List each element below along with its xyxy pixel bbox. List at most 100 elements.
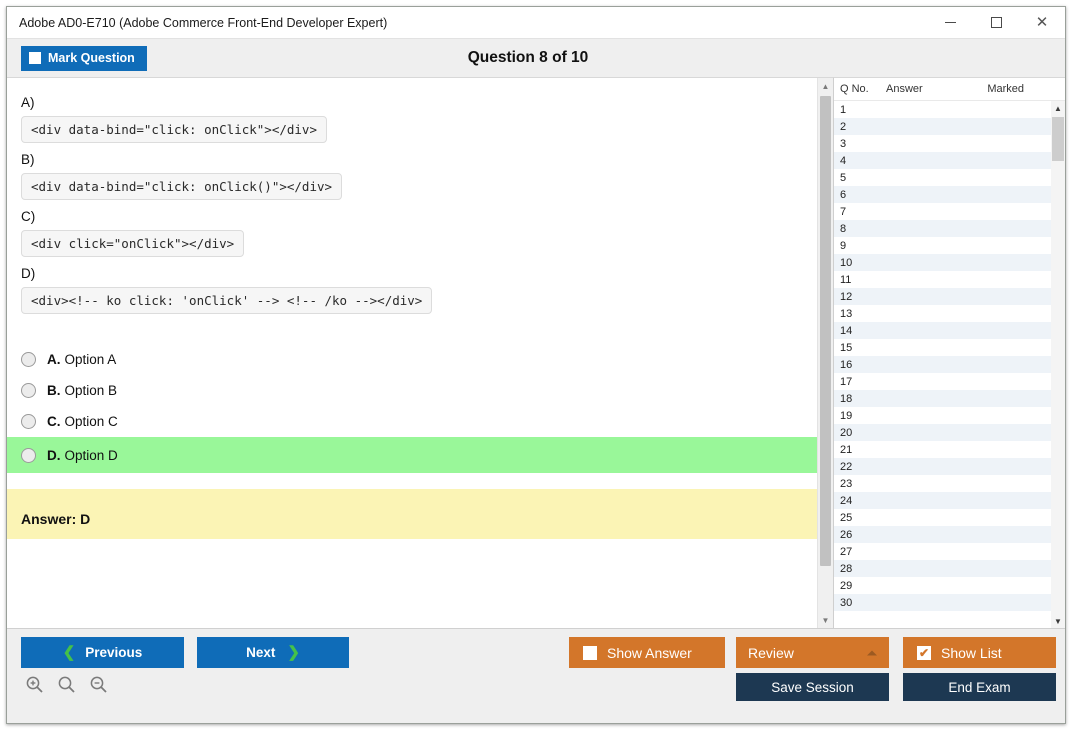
- question-list-row[interactable]: 28: [834, 560, 1051, 577]
- question-list-row[interactable]: 7: [834, 203, 1051, 220]
- question-list-row[interactable]: 22: [834, 458, 1051, 475]
- question-list-row[interactable]: 26: [834, 526, 1051, 543]
- list-scrollbar-thumb[interactable]: [1052, 117, 1064, 161]
- question-list-row[interactable]: 25: [834, 509, 1051, 526]
- row-question-number: 25: [840, 511, 853, 524]
- choice-row-a[interactable]: A. Option A: [7, 344, 817, 375]
- content-scrollbar-thumb[interactable]: [820, 96, 831, 566]
- question-list-row[interactable]: 11: [834, 271, 1051, 288]
- end-exam-button[interactable]: End Exam: [903, 673, 1056, 701]
- minimize-icon[interactable]: [927, 7, 973, 38]
- row-question-number: 7: [840, 205, 847, 218]
- chevron-left-icon: ❮: [62, 644, 76, 661]
- maximize-icon[interactable]: [973, 7, 1019, 38]
- question-list-row[interactable]: 13: [834, 305, 1051, 322]
- question-list-row[interactable]: 2: [834, 118, 1051, 135]
- question-header-bar: Mark Question Question 8 of 10: [7, 39, 1065, 77]
- choice-letter-a: A.: [47, 352, 61, 367]
- question-list-row[interactable]: 10: [834, 254, 1051, 271]
- row-question-number: 20: [840, 426, 853, 439]
- question-list-row[interactable]: 27: [834, 543, 1051, 560]
- zoom-out-icon[interactable]: [89, 675, 108, 699]
- question-list-row[interactable]: 23: [834, 475, 1051, 492]
- choice-row-b[interactable]: B. Option B: [7, 375, 817, 406]
- mark-question-button[interactable]: Mark Question: [21, 45, 147, 71]
- next-button[interactable]: Next ❯: [197, 637, 349, 668]
- row-question-number: 19: [840, 409, 853, 422]
- question-list-row[interactable]: 16: [834, 356, 1051, 373]
- show-answer-checkbox-icon[interactable]: [583, 645, 597, 660]
- choice-row-c[interactable]: C. Option C: [7, 406, 817, 437]
- mark-question-checkbox-icon[interactable]: [29, 52, 41, 64]
- content-vertical-scrollbar[interactable]: ▲ ▼: [817, 78, 833, 628]
- question-list-row[interactable]: 15: [834, 339, 1051, 356]
- zoom-controls: [25, 675, 108, 699]
- close-glyph: ✕: [1035, 14, 1049, 31]
- row-question-number: 30: [840, 596, 853, 609]
- chevron-up-icon: [867, 650, 877, 655]
- zoom-in-icon[interactable]: [25, 675, 44, 699]
- question-list-row[interactable]: 8: [834, 220, 1051, 237]
- show-list-label: Show List: [941, 644, 1002, 661]
- answer-banner: Answer: D: [7, 489, 817, 539]
- question-list-row[interactable]: 4: [834, 152, 1051, 169]
- show-list-button[interactable]: ✔ Show List: [903, 637, 1056, 668]
- choice-letter-c: C.: [47, 414, 61, 429]
- previous-button[interactable]: ❮ Previous: [21, 637, 184, 668]
- question-list-row[interactable]: 20: [834, 424, 1051, 441]
- option-code-b: <div data-bind="click: onClick()"></div>: [21, 173, 343, 200]
- choice-row-d[interactable]: D. Option D: [7, 437, 817, 473]
- scroll-up-icon[interactable]: ▲: [821, 81, 830, 91]
- row-question-number: 22: [840, 460, 853, 473]
- row-question-number: 2: [840, 120, 847, 133]
- review-label: Review: [748, 644, 794, 661]
- review-dropdown[interactable]: Review: [736, 637, 889, 668]
- question-list-row[interactable]: 29: [834, 577, 1051, 594]
- question-list-row[interactable]: 14: [834, 322, 1051, 339]
- row-question-number: 6: [840, 188, 847, 201]
- radio-icon-b[interactable]: [21, 383, 36, 398]
- question-list-row[interactable]: 12: [834, 288, 1051, 305]
- footer-toolbar: ❮ Previous Next ❯ Show Answer Review ✔ S…: [7, 628, 1065, 723]
- row-question-number: 1: [840, 103, 847, 116]
- close-icon[interactable]: ✕: [1019, 7, 1065, 38]
- row-question-number: 12: [840, 290, 853, 303]
- radio-icon-c[interactable]: [21, 414, 36, 429]
- radio-icon-a[interactable]: [21, 352, 36, 367]
- question-list-row[interactable]: 1: [834, 101, 1051, 118]
- question-list-row[interactable]: 18: [834, 390, 1051, 407]
- row-question-number: 4: [840, 154, 847, 167]
- question-list-row[interactable]: 3: [834, 135, 1051, 152]
- mark-question-label: Mark Question: [48, 51, 135, 65]
- list-scroll-up-icon[interactable]: ▲: [1054, 103, 1062, 113]
- list-vertical-scrollbar[interactable]: ▲ ▼: [1051, 101, 1065, 628]
- row-question-number: 24: [840, 494, 853, 507]
- row-question-number: 15: [840, 341, 853, 354]
- radio-icon-d[interactable]: [21, 447, 36, 463]
- question-list-row[interactable]: 6: [834, 186, 1051, 203]
- scroll-down-icon[interactable]: ▼: [821, 615, 830, 625]
- row-question-number: 27: [840, 545, 853, 558]
- list-scroll-down-icon[interactable]: ▼: [1054, 616, 1062, 626]
- question-list-row[interactable]: 30: [834, 594, 1051, 611]
- question-list-row[interactable]: 17: [834, 373, 1051, 390]
- row-question-number: 14: [840, 324, 853, 337]
- save-session-button[interactable]: Save Session: [736, 673, 889, 701]
- show-list-checkbox-icon[interactable]: ✔: [917, 645, 931, 660]
- option-code-c: <div click="onClick"></div>: [21, 230, 245, 257]
- question-list-row[interactable]: 9: [834, 237, 1051, 254]
- question-list-row[interactable]: 19: [834, 407, 1051, 424]
- show-answer-button[interactable]: Show Answer: [569, 637, 725, 668]
- question-list-row[interactable]: 24: [834, 492, 1051, 509]
- option-code-a: <div data-bind="click: onClick"></div>: [21, 116, 327, 143]
- application-window: Adobe AD0-E710 (Adobe Commerce Front-End…: [6, 6, 1066, 724]
- title-bar: Adobe AD0-E710 (Adobe Commerce Front-End…: [7, 7, 1065, 39]
- question-list-row[interactable]: 21: [834, 441, 1051, 458]
- question-list-row[interactable]: 5: [834, 169, 1051, 186]
- zoom-reset-icon[interactable]: [57, 675, 76, 699]
- option-code-d: <div><!-- ko click: 'onClick' --> <!-- /…: [21, 287, 433, 314]
- window-controls: ✕: [927, 7, 1065, 38]
- main-body: A) <div data-bind="click: onClick"></div…: [7, 77, 1065, 628]
